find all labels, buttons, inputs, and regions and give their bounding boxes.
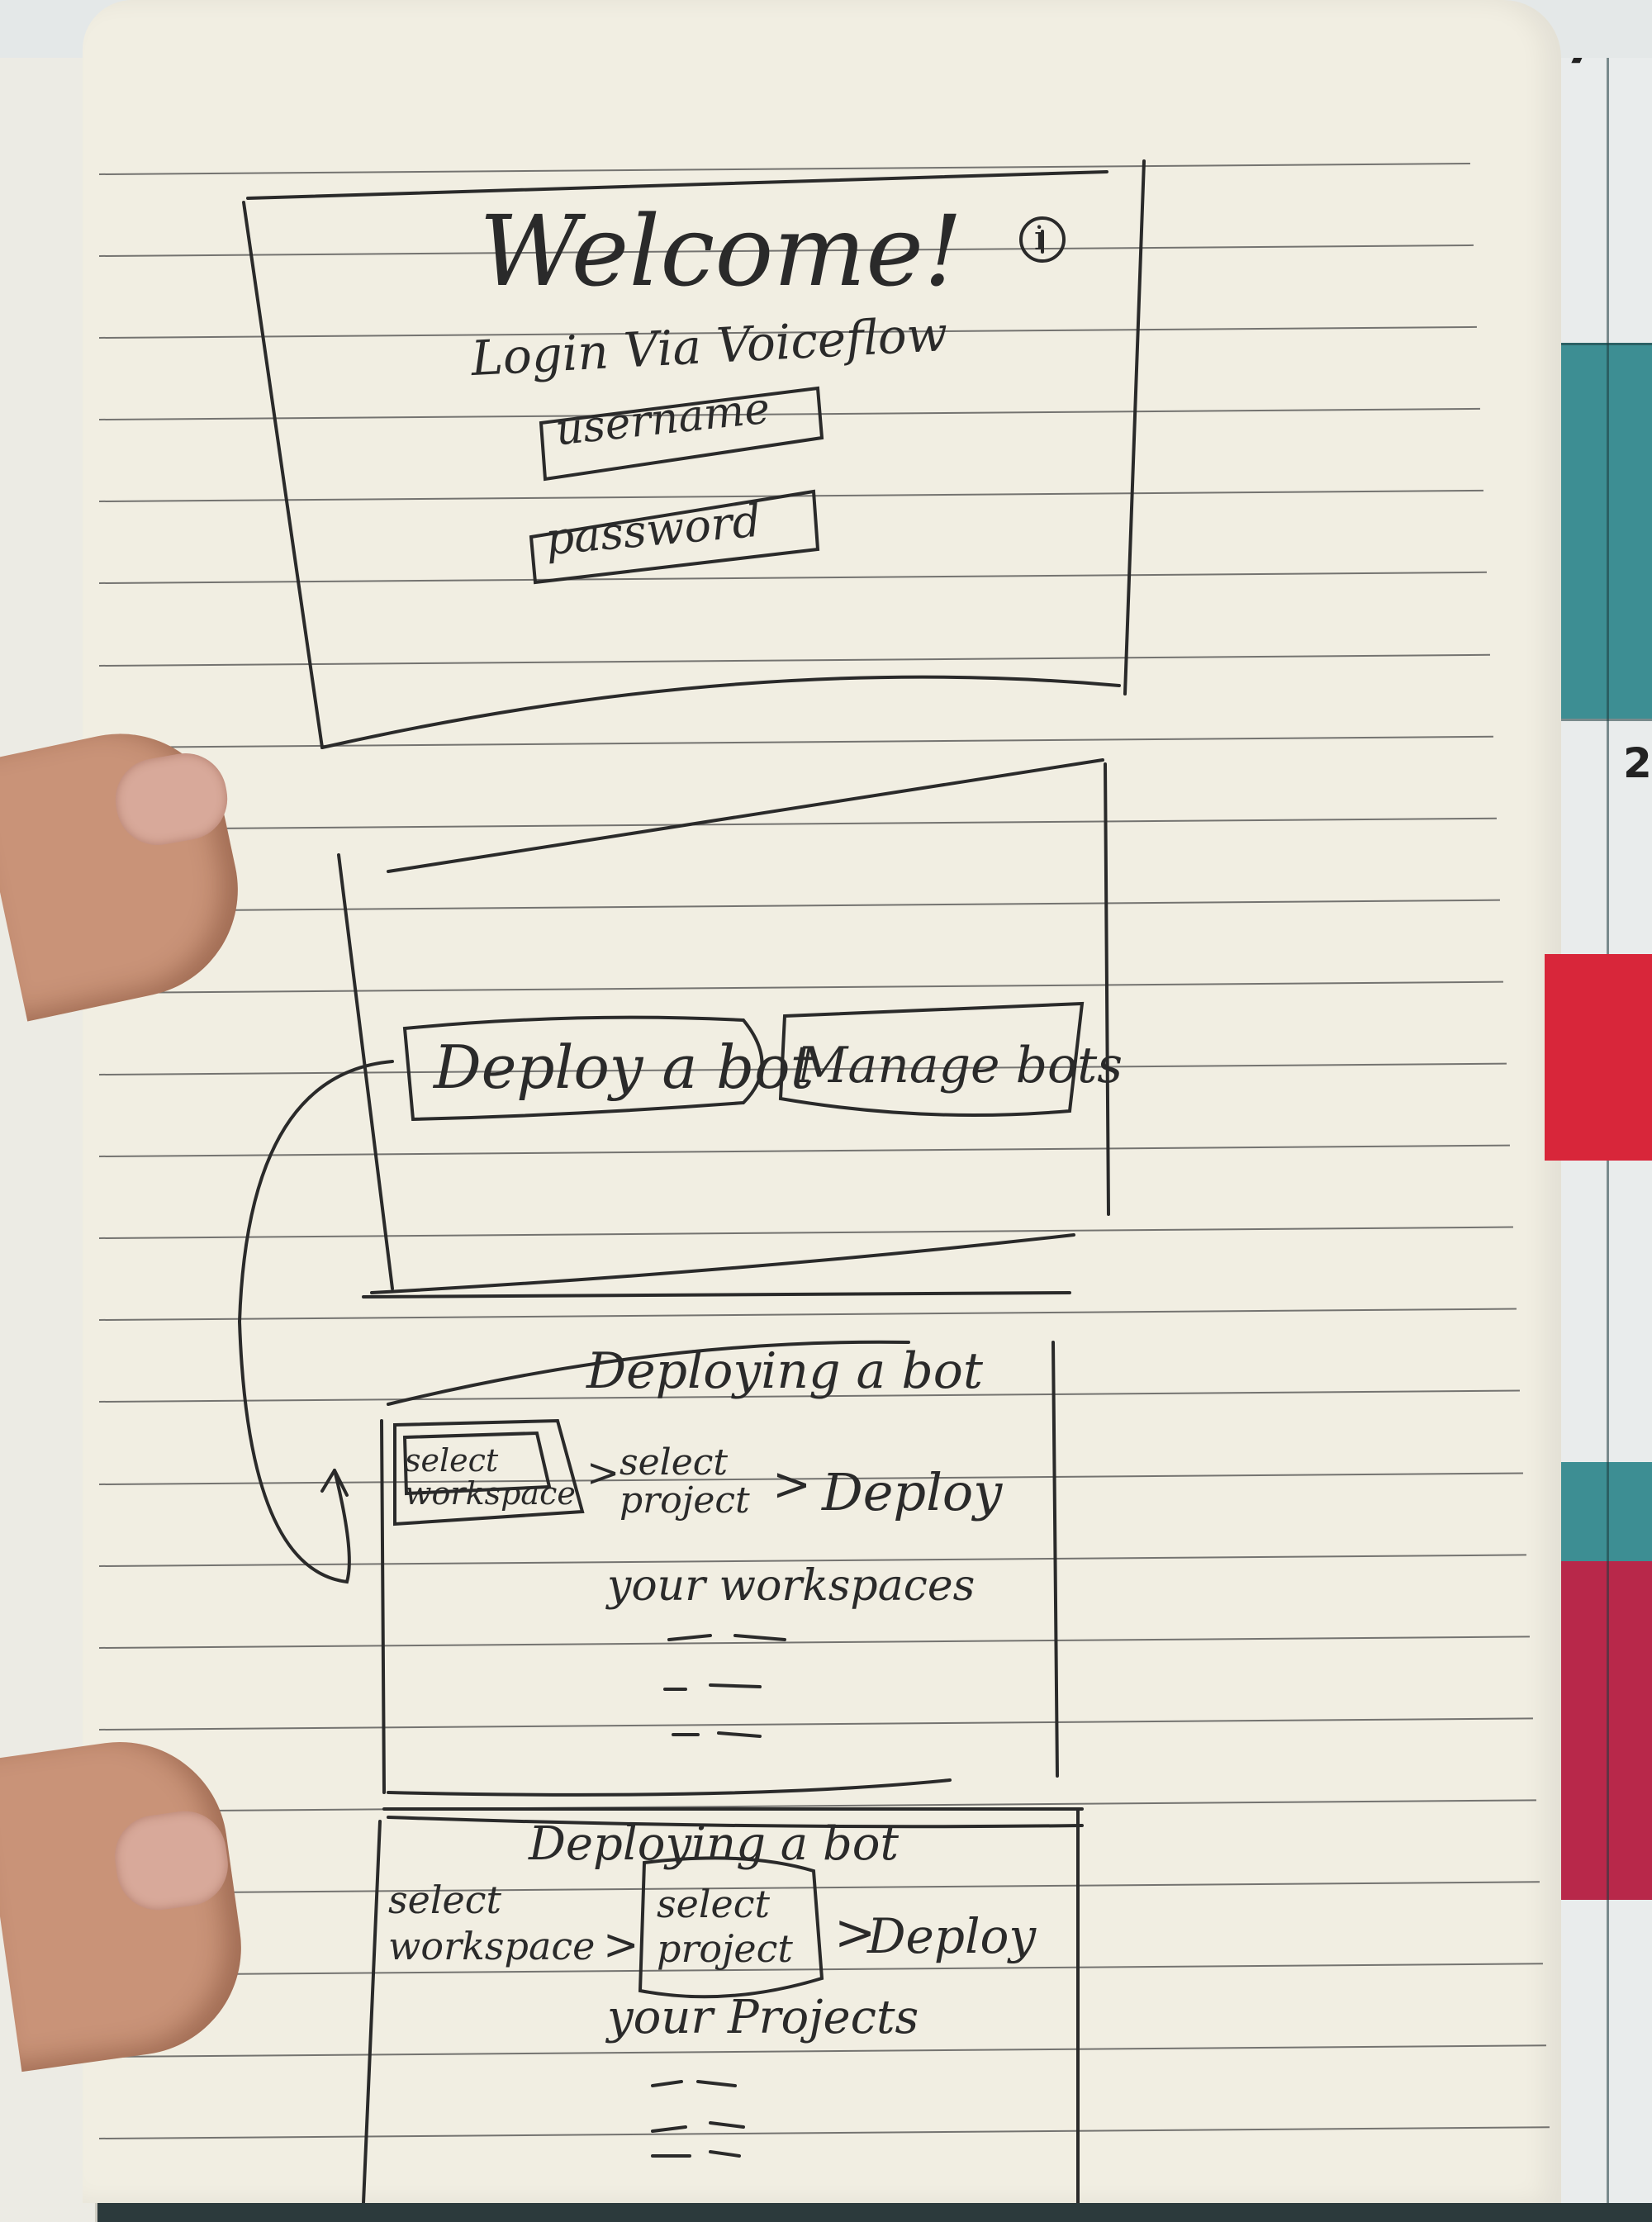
breadcrumb-separator: > <box>772 1458 811 1512</box>
menu-frame-top <box>387 758 1104 873</box>
login-frame-bottom <box>320 675 1121 749</box>
login-frame-top <box>246 170 1108 200</box>
flow-arrow <box>237 1060 394 1584</box>
notebook-elastic-band <box>1545 954 1652 1161</box>
password-field-box <box>529 489 820 585</box>
manage-button-box <box>778 1001 1085 1117</box>
username-field-box <box>539 386 824 482</box>
deploy-bot-button[interactable]: Deploy a bot <box>434 1033 814 1102</box>
project-step-highlight <box>638 1856 824 1999</box>
project-screen-title: Deploying a bot <box>529 1817 900 1871</box>
login-frame-right <box>1123 159 1146 696</box>
manage-bots-button[interactable]: Manage bots <box>797 1037 1123 1094</box>
login-title: Welcome! <box>479 194 963 308</box>
workspace-step-deploy[interactable]: Deploy <box>822 1462 1003 1522</box>
info-circle-icon <box>1019 216 1066 263</box>
project-step-select-project[interactable]: select project <box>657 1882 793 1971</box>
workspace-list-label: your workspaces <box>607 1561 976 1611</box>
project-step-deploy[interactable]: Deploy <box>867 1908 1037 1964</box>
info-icon-glyph: i <box>1034 220 1045 258</box>
mat-red-block <box>1553 1561 1652 1900</box>
project-frame-left <box>362 1820 382 2203</box>
breadcrumb-separator: > <box>586 1450 620 1496</box>
menu-frame-left <box>337 853 394 1290</box>
breadcrumb-separator: > <box>834 1904 876 1962</box>
menu-frame-right <box>1104 762 1110 1216</box>
login-frame-left <box>242 201 324 749</box>
notebook-page <box>83 0 1561 2203</box>
breadcrumb-separator: > <box>603 1921 639 1970</box>
mat-partial-number: 2 <box>1623 739 1652 787</box>
workspace-frame-left <box>380 1419 386 1794</box>
project-step-select-workspace[interactable]: select workspace <box>388 1878 596 1968</box>
workspace-screen-title: Deploying a bot <box>586 1342 984 1400</box>
deploy-button-box <box>402 1015 764 1122</box>
workspace-step-select-workspace[interactable]: select workspace <box>405 1442 576 1512</box>
workspace-frame-right <box>1051 1341 1059 1778</box>
workspace-step-select-project[interactable]: select project <box>620 1441 750 1522</box>
workspace-step-highlight <box>393 1418 585 1526</box>
project-list-label: your Projects <box>607 1991 919 2044</box>
